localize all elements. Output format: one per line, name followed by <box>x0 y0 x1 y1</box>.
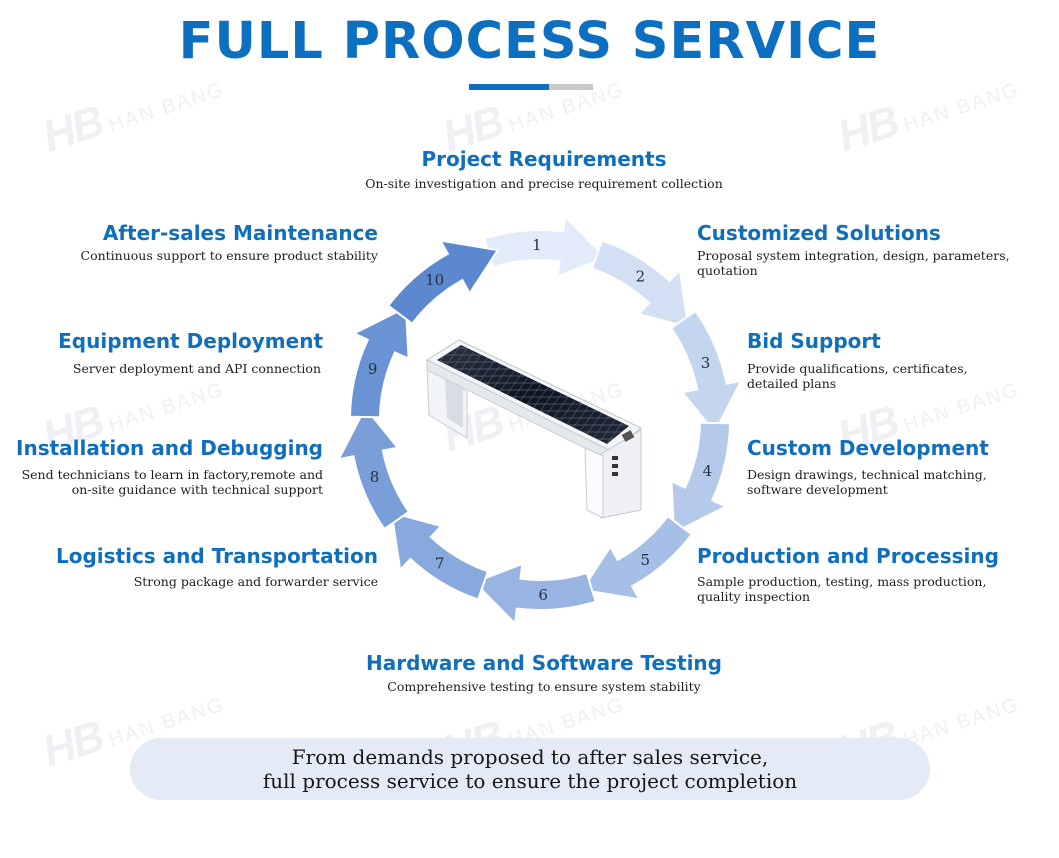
step-10-title: After-sales Maintenance <box>102 221 378 245</box>
cycle-arrow-8 <box>336 405 411 531</box>
step-3-title: Bid Support <box>747 329 881 353</box>
step-number-1: 1 <box>532 236 542 254</box>
cycle-arrow-6 <box>472 562 597 626</box>
cycle-arrow-1 <box>483 214 608 278</box>
step-number-10: 10 <box>425 271 444 289</box>
step-5-title: Production and Processing <box>697 544 999 568</box>
step-6-desc: Comprehensive testing to ensure system s… <box>387 679 701 694</box>
cycle-arrow-9 <box>348 305 410 419</box>
step-number-8: 8 <box>370 468 380 486</box>
step-9-title: Equipment Deployment <box>58 329 323 353</box>
step-number-2: 2 <box>636 268 646 286</box>
cycle-arrow-5 <box>580 514 694 601</box>
step-1-title: Project Requirements <box>421 147 667 171</box>
footer-line-1: From demands proposed to after sales ser… <box>291 745 769 769</box>
process-cycle-diagram: 1 2 3 4 5 6 7 8 9 10 <box>336 214 744 626</box>
step-number-6: 6 <box>538 586 548 604</box>
title-underline <box>469 84 593 90</box>
step-4-title: Custom Development <box>747 436 989 460</box>
step-8-desc: Send technicians to learn in factory,rem… <box>21 467 323 497</box>
step-9-desc: Server deployment and API connection <box>72 361 321 376</box>
step-number-9: 9 <box>368 360 378 378</box>
step-1-desc: On-site investigation and precise requir… <box>365 176 723 191</box>
step-2-title: Customized Solutions <box>697 221 941 245</box>
cycle-arrow-10 <box>386 239 500 326</box>
step-4-desc: Design drawings, technical matching,soft… <box>747 467 987 497</box>
cycle-arrow-4 <box>670 421 732 535</box>
step-2-desc: Proposal system integration, design, par… <box>697 248 1010 278</box>
footer-banner: From demands proposed to after sales ser… <box>130 738 930 800</box>
step-5-desc: Sample production, testing, mass product… <box>697 574 987 604</box>
step-7-title: Logistics and Transportation <box>55 544 378 568</box>
step-number-7: 7 <box>435 554 445 572</box>
watermark-logo: HBHAN BANG <box>831 78 1023 162</box>
step-number-3: 3 <box>701 354 711 372</box>
watermark-logo: HBHAN BANG <box>36 78 228 162</box>
step-8-title: Installation and Debugging <box>16 436 323 460</box>
cycle-arrow-3 <box>669 309 744 435</box>
cycle-arrow-7 <box>390 511 490 601</box>
footer-line-2: full process service to ensure the proje… <box>262 769 798 793</box>
page-title: FULL PROCESS SERVICE <box>178 12 881 71</box>
step-10-desc: Continuous support to ensure product sta… <box>80 248 379 263</box>
step-number-4: 4 <box>703 462 713 480</box>
step-6-title: Hardware and Software Testing <box>366 651 722 675</box>
step-number-5: 5 <box>641 551 651 569</box>
cycle-arrow-2 <box>590 239 690 329</box>
step-7-desc: Strong package and forwarder service <box>133 574 378 589</box>
solar-bench-illustration <box>425 339 642 519</box>
step-3-desc: Provide qualifications, certificates,det… <box>747 361 968 391</box>
